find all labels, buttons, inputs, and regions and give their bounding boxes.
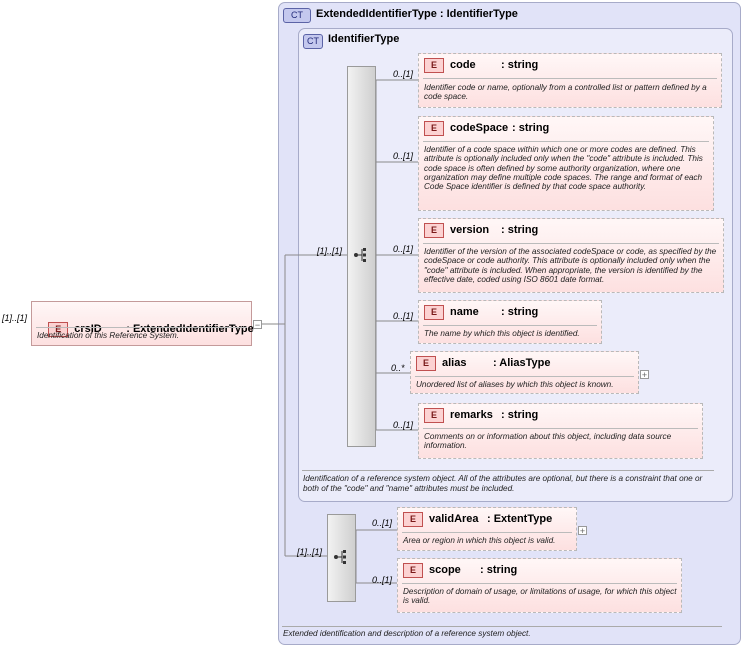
element-badge: E — [424, 408, 444, 423]
sequence-cardinality: [1]..[1] — [317, 246, 343, 256]
remarks-cardinality: 0..[1] — [393, 420, 414, 430]
alias-cardinality: 0..* — [391, 363, 405, 373]
element-type: : string — [501, 306, 539, 318]
complex-type-badge: CT — [303, 34, 323, 49]
complex-type-badge: CT — [283, 8, 311, 23]
element-badge: E — [424, 121, 444, 136]
element-badge: E — [416, 356, 436, 371]
inner-type-title: IdentifierType — [328, 33, 400, 45]
outer-type-title: ExtendedIdentifierType : IdentifierType — [316, 8, 518, 20]
element-doc: Identification of this Reference System. — [37, 331, 179, 340]
element-badge: E — [424, 305, 444, 320]
element-badge: E — [48, 322, 69, 337]
scope-cardinality: 0..[1] — [372, 575, 393, 585]
element-type: : string — [501, 224, 539, 236]
element-type: : string — [512, 122, 550, 134]
element-doc: Description of domain of usage, or limit… — [403, 587, 677, 606]
element-doc: Comments on or information about this ob… — [424, 432, 672, 451]
element-doc: The name by which this object is identif… — [424, 329, 580, 338]
element-type: : string — [501, 409, 539, 421]
outer-sequence-cardinality: [1]..[1] — [297, 547, 323, 557]
outer-type-doc: Extended identification and description … — [283, 629, 531, 638]
element-type: : ExtendedIdentifierType — [126, 323, 254, 335]
element-badge: E — [403, 563, 423, 578]
element-type: : AliasType — [493, 357, 551, 369]
element-name: remarks — [450, 409, 493, 421]
element-name: version — [450, 224, 490, 236]
element-badge: E — [403, 512, 423, 527]
element-name: code — [450, 59, 476, 71]
codespace-cardinality: 0..[1] — [393, 151, 414, 161]
element-doc: Identifier code or name, optionally from… — [424, 83, 707, 102]
element-name: name — [450, 306, 479, 318]
element-doc: Unordered list of aliases by which this … — [416, 380, 614, 389]
element-badge: E — [424, 223, 444, 238]
element-doc: Identifier of the version of the associa… — [424, 247, 717, 284]
element-type: : string — [501, 59, 539, 71]
expand-icon[interactable]: + — [640, 370, 649, 380]
sequence-icon — [354, 248, 366, 262]
element-name: crsID — [74, 323, 102, 335]
element-name: scope — [429, 564, 461, 576]
root-cardinality: [1]..[1] — [2, 313, 28, 323]
collapse-icon[interactable]: − — [253, 320, 262, 330]
element-name: codeSpace — [450, 122, 509, 134]
validarea-cardinality: 0..[1] — [372, 518, 393, 528]
element-doc: Identifier of a code space within which … — [424, 145, 703, 192]
code-cardinality: 0..[1] — [393, 69, 414, 79]
expand-icon[interactable]: + — [578, 526, 587, 536]
element-name: validArea — [429, 513, 479, 525]
element-type: : string — [480, 564, 518, 576]
element-type: : ExtentType — [487, 513, 553, 525]
element-name: alias — [442, 357, 467, 369]
inner-type-doc: Identification of a reference system obj… — [303, 474, 703, 493]
version-cardinality: 0..[1] — [393, 244, 414, 254]
element-doc: Area or region in which this object is v… — [403, 536, 556, 545]
element-badge: E — [424, 58, 444, 73]
name-cardinality: 0..[1] — [393, 311, 414, 321]
sequence-icon — [334, 550, 346, 564]
